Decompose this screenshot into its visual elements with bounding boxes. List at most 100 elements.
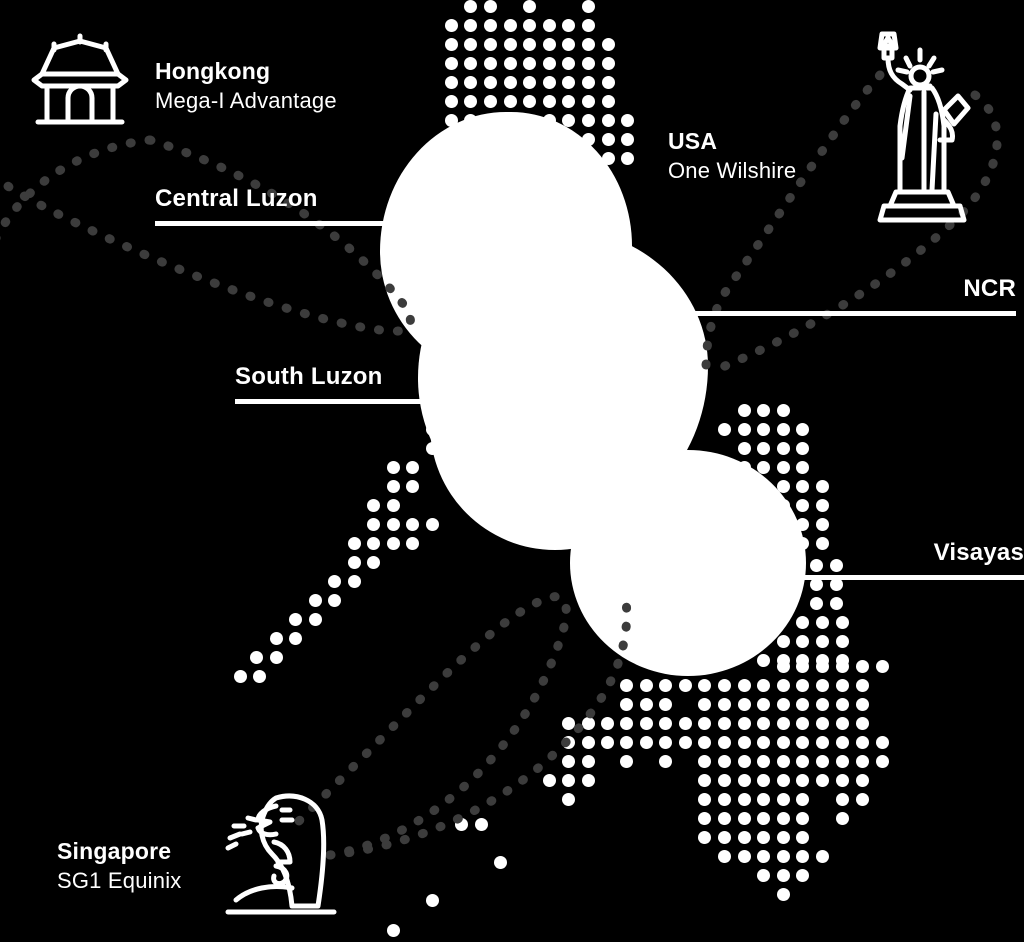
region-leader-line-central-luzon	[155, 221, 395, 226]
map-dot	[503, 75, 517, 89]
map-dot	[483, 0, 497, 13]
map-dot	[522, 18, 536, 32]
region-callout-central-luzon[interactable]: Central Luzon	[155, 184, 395, 226]
map-dot	[776, 792, 790, 806]
map-dot	[737, 697, 751, 711]
map-dot	[697, 735, 711, 749]
map-dot	[581, 754, 595, 768]
map-dot	[542, 18, 556, 32]
map-dot	[855, 659, 869, 673]
map-dot	[522, 0, 536, 13]
map-dot	[581, 37, 595, 51]
map-dot	[815, 517, 829, 531]
coverage-blob-visayas	[570, 450, 806, 676]
map-dot	[522, 94, 536, 108]
map-dot	[463, 18, 477, 32]
map-dot	[620, 132, 634, 146]
map-dot	[581, 56, 595, 70]
region-callout-south-luzon[interactable]: South Luzon	[235, 362, 465, 404]
map-dot	[386, 517, 400, 531]
map-dot	[252, 669, 266, 683]
map-dot	[835, 678, 849, 692]
map-dot	[503, 94, 517, 108]
map-dot	[717, 773, 731, 787]
map-dot	[619, 678, 633, 692]
map-dot	[815, 498, 829, 512]
map-dot	[756, 735, 770, 749]
map-dot	[717, 830, 731, 844]
map-dot	[835, 634, 849, 648]
map-dot	[776, 678, 790, 692]
map-dot	[815, 659, 829, 673]
map-dot	[756, 754, 770, 768]
map-dot	[717, 754, 731, 768]
map-dot	[776, 887, 790, 901]
map-dot	[639, 678, 653, 692]
map-dot	[756, 792, 770, 806]
map-dot	[503, 18, 517, 32]
map-dot	[619, 735, 633, 749]
map-dot	[835, 697, 849, 711]
map-dot	[658, 716, 672, 730]
map-dot	[717, 849, 731, 863]
map-dot	[347, 574, 361, 588]
map-dot	[809, 577, 823, 591]
map-dot	[737, 830, 751, 844]
map-dot	[756, 716, 770, 730]
map-dot	[581, 735, 595, 749]
map-dot	[815, 634, 829, 648]
map-dot	[855, 792, 869, 806]
map-dot	[561, 754, 575, 768]
map-dot	[581, 94, 595, 108]
map-dot	[717, 735, 731, 749]
map-dot	[855, 697, 869, 711]
map-dot	[756, 422, 770, 436]
map-dot	[697, 716, 711, 730]
map-dot	[483, 18, 497, 32]
map-dot	[795, 754, 809, 768]
map-dot	[835, 792, 849, 806]
pop-facility-usa: One Wilshire	[668, 158, 797, 183]
map-dot	[737, 773, 751, 787]
map-dot	[620, 151, 634, 165]
map-dot	[697, 830, 711, 844]
map-dot	[542, 75, 556, 89]
map-dot	[776, 735, 790, 749]
map-dot	[756, 830, 770, 844]
map-dot	[737, 422, 751, 436]
map-dot	[737, 792, 751, 806]
map-dot	[366, 555, 380, 569]
map-dot	[697, 678, 711, 692]
map-dot	[855, 678, 869, 692]
map-dot	[835, 659, 849, 673]
map-dot	[795, 441, 809, 455]
map-dot	[756, 849, 770, 863]
map-dot	[855, 735, 869, 749]
map-dot	[581, 113, 595, 127]
map-dot	[756, 460, 770, 474]
pop-label-singapore: Singapore SG1 Equinix	[57, 836, 182, 896]
map-dot	[561, 75, 575, 89]
map-dot	[795, 615, 809, 629]
map-dot	[658, 735, 672, 749]
map-dot	[697, 792, 711, 806]
map-dot	[795, 634, 809, 648]
map-dot	[829, 577, 843, 591]
map-dot	[658, 678, 672, 692]
map-dot	[717, 697, 731, 711]
map-dot	[327, 593, 341, 607]
region-callout-ncr[interactable]: NCR	[694, 274, 1016, 316]
map-dot	[815, 615, 829, 629]
region-callout-visayas[interactable]: Visayas	[804, 538, 1024, 580]
map-dot	[795, 678, 809, 692]
map-dot	[737, 403, 751, 417]
map-dot	[269, 650, 283, 664]
map-dot	[366, 536, 380, 550]
map-dot	[601, 132, 615, 146]
map-dot	[737, 441, 751, 455]
map-dot	[776, 849, 790, 863]
map-dot	[835, 754, 849, 768]
map-dot	[561, 716, 575, 730]
map-dot	[463, 94, 477, 108]
map-dot	[776, 830, 790, 844]
